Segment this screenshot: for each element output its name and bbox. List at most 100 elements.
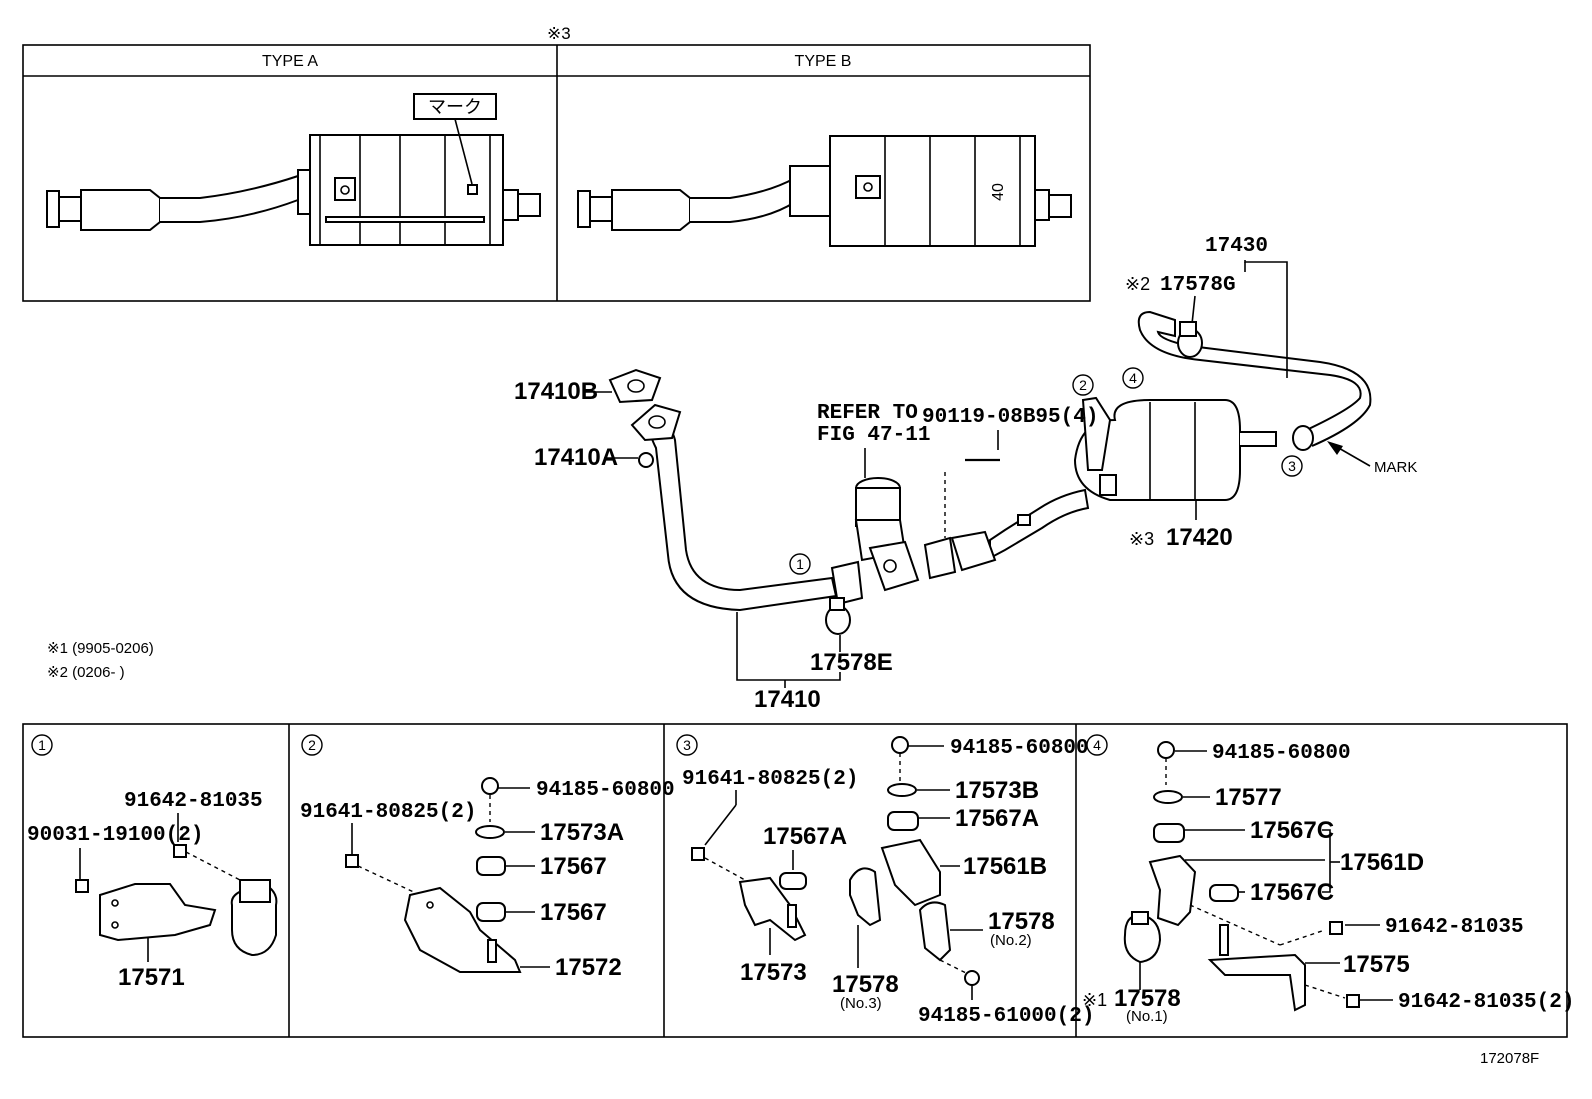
clamp-17578G (1177, 321, 1203, 358)
type-panel-note: ※3 (547, 24, 571, 43)
mark-text: MARK (1374, 459, 1417, 476)
label-90119-08B95: 90119-08B95(4) (922, 406, 1098, 429)
label-91642-81035-d1: 91642-81035 (124, 790, 263, 813)
figure-code: 172078F (1480, 1050, 1539, 1067)
type-b-muffler (577, 135, 1072, 247)
ref-circle-4 (1122, 367, 1144, 389)
svg-text:2: 2 (1079, 377, 1087, 393)
tail-pipe-17430 (1137, 310, 1372, 451)
note-2: ※2 (0206- ) (47, 664, 125, 681)
label-94185-61000: 94185-61000(2) (918, 1005, 1094, 1028)
mark-label: マーク (428, 97, 482, 117)
bracket-17561D (1148, 854, 1197, 927)
nut-94185-d2 (481, 777, 499, 795)
nut-94185-d3 (891, 736, 909, 754)
label-17578G: 17578G (1160, 274, 1236, 297)
label-94185-60800-d4: 94185-60800 (1212, 742, 1351, 765)
detail-1: 1 91642-81035 90031-19100(2) 17571 (27, 734, 278, 991)
cushion-17567C-b (1209, 884, 1239, 902)
cushion-17567C-a (1153, 823, 1185, 843)
bolt-91641-d2 (345, 854, 359, 868)
svg-text:3: 3 (1288, 458, 1296, 474)
svg-text:1: 1 (38, 737, 46, 753)
type-a-label: TYPE A (262, 53, 318, 70)
label-94185-60800-d2: 94185-60800 (536, 779, 675, 802)
bolt-91642-d4-2 (1346, 994, 1360, 1008)
label-17567A-r: 17567A (955, 805, 1039, 832)
washer-17577 (1153, 790, 1183, 804)
label-17578-no2: 17578 (988, 908, 1055, 935)
svg-text:4: 4 (1129, 370, 1137, 386)
bolt-91642-d1 (173, 844, 187, 858)
label-17567-a: 17567 (540, 853, 607, 880)
label-17410B: 17410B (514, 378, 598, 405)
label-17573A: 17573A (540, 819, 624, 846)
type-b-muffler-number: 40 (990, 183, 1007, 201)
washer-17573B (887, 783, 917, 797)
bracket-17575 (1207, 953, 1306, 1012)
refer-line-1: REFER TO (817, 402, 918, 425)
mark-box (413, 93, 497, 120)
cushion-17567A-r (887, 811, 919, 831)
label-90031-19100: 90031-19100(2) (27, 824, 203, 847)
label-17561D: 17561D (1340, 849, 1424, 876)
label-17578-no3: 17578 (832, 971, 899, 998)
note3-mark-17420: ※3 (1129, 529, 1154, 549)
label-17573B: 17573B (955, 777, 1039, 804)
bracket-17572 (403, 886, 522, 973)
cushion-17567A-l (779, 872, 807, 890)
catalytic-unit (854, 477, 920, 592)
muffler-17420 (1073, 396, 1277, 501)
gasket-17410B (608, 368, 662, 404)
detail-2: 2 91641-80825(2) 94185-60800 17573A 1756… (300, 734, 675, 981)
clamp-17578E (825, 597, 851, 635)
label-17578E: 17578E (810, 649, 893, 676)
label-17567C-b: 17567C (1250, 879, 1334, 906)
note-1: ※1 (9905-0206) (47, 640, 154, 657)
bracket-17571 (99, 883, 217, 942)
label-17420: 17420 (1166, 524, 1233, 551)
clamp-17578-no2 (918, 901, 952, 962)
label-17575: 17575 (1343, 951, 1410, 978)
type-a-muffler (46, 134, 541, 246)
label-91642-81035-2: 91642-81035(2) (1398, 991, 1574, 1014)
cushion-17567-b (476, 902, 506, 922)
clamp-17578-no3 (849, 867, 882, 927)
ref-circle-2 (1072, 374, 1094, 396)
detail-3: 3 94185-60800 17573B 17567A 17561B 91641… (676, 734, 1094, 1028)
nut-94185-d4 (1157, 741, 1175, 759)
bolt-91641-d3 (691, 847, 705, 861)
bolt-90031 (75, 879, 89, 893)
cushion-17567-a (476, 856, 506, 876)
type-b-label: TYPE B (795, 53, 852, 70)
ref-circle-3 (1281, 455, 1303, 477)
clamp-d1 (230, 886, 278, 957)
label-17567C-a: 17567C (1250, 817, 1334, 844)
label-94185-60800-d3: 94185-60800 (950, 737, 1089, 760)
label-17567A-l: 17567A (763, 823, 847, 850)
svg-text:4: 4 (1093, 737, 1101, 753)
label-91642-81035-d4: 91642-81035 (1385, 916, 1524, 939)
svg-text:2: 2 (308, 737, 316, 753)
detail-4: 4 94185-60800 17577 17567C 17567C 17561D… (1082, 734, 1574, 1025)
bolt-91642-d4 (1329, 921, 1343, 935)
note1-mark-17578: ※1 (1082, 990, 1107, 1010)
label-no3: (No.3) (840, 995, 882, 1012)
refer-line-2: FIG 47-11 (817, 424, 930, 447)
note2-mark-17578G: ※2 (1125, 274, 1150, 294)
label-17577: 17577 (1215, 784, 1282, 811)
label-no1: (No.1) (1126, 1008, 1168, 1025)
label-17571: 17571 (118, 964, 185, 991)
label-91641-80825-d2: 91641-80825(2) (300, 801, 476, 824)
label-91641-80825-d3: 91641-80825(2) (682, 768, 858, 791)
washer-17573A (475, 825, 505, 839)
svg-text:3: 3 (683, 737, 691, 753)
label-17410: 17410 (754, 686, 821, 713)
svg-text:1: 1 (796, 556, 804, 572)
label-17573: 17573 (740, 959, 807, 986)
center-pipe (923, 488, 1090, 580)
label-17572: 17572 (555, 954, 622, 981)
front-pipe-17410 (630, 403, 864, 612)
label-17430: 17430 (1205, 235, 1268, 258)
